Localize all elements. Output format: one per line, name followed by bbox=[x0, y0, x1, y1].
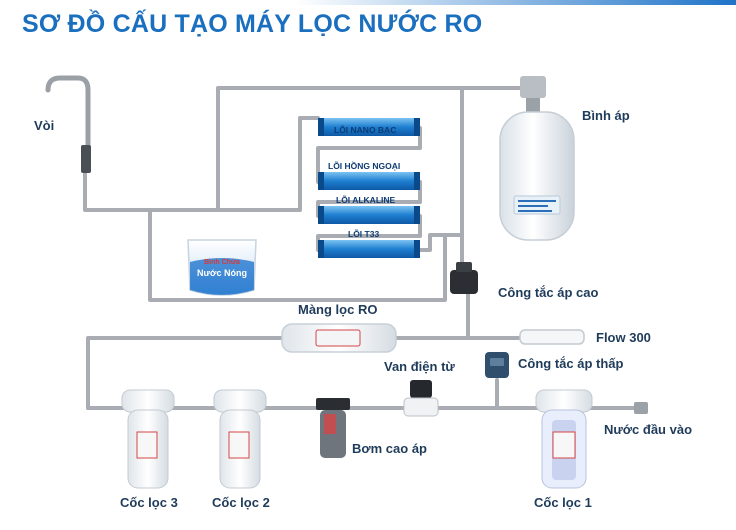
label-loi-t33: LÕI T33 bbox=[348, 229, 380, 239]
faucet-icon bbox=[45, 75, 91, 173]
label-flow: Flow 300 bbox=[596, 330, 651, 345]
label-cong-tac-ap-cao: Công tắc áp cao bbox=[498, 285, 599, 300]
ro-membrane bbox=[281, 323, 397, 353]
hot-tank-line2: Nước Nóng bbox=[197, 268, 247, 278]
filter-cup-3 bbox=[121, 389, 175, 489]
filter-cup-2 bbox=[213, 389, 267, 489]
booster-pump bbox=[316, 398, 350, 458]
low-pressure-switch bbox=[485, 352, 509, 378]
filter-hong-ngoai bbox=[318, 172, 420, 190]
hot-tank-line1: Bình Chứa bbox=[204, 259, 240, 266]
label-voi: Vòi bbox=[34, 118, 55, 133]
inlet-fitting bbox=[634, 402, 648, 414]
label-bom-cao-ap: Bơm cao áp bbox=[352, 441, 427, 456]
label-cong-tac-ap-thap: Công tắc áp thấp bbox=[518, 356, 624, 371]
label-mang-loc-ro: Màng lọc RO bbox=[298, 302, 378, 317]
high-pressure-switch bbox=[450, 262, 478, 294]
label-coc-loc-2: Cốc lọc 2 bbox=[212, 495, 270, 510]
flow-restrictor bbox=[519, 329, 585, 345]
label-coc-loc-3: Cốc lọc 3 bbox=[120, 495, 178, 510]
filter-t33 bbox=[318, 240, 420, 258]
pressure-tank bbox=[499, 76, 575, 241]
label-van-dien-tu: Van điện từ bbox=[384, 359, 455, 374]
label-binh-ap: Bình áp bbox=[582, 108, 630, 123]
label-loi-hong-ngoai: LÕI HỒNG NGOẠI bbox=[328, 161, 401, 171]
filter-alkaline bbox=[318, 206, 420, 224]
filter-nano-bac bbox=[318, 118, 420, 136]
label-coc-loc-1: Cốc lọc 1 bbox=[534, 495, 592, 510]
top-accent-bar bbox=[0, 0, 736, 5]
page-title: SƠ ĐỒ CẤU TẠO MÁY LỌC NƯỚC RO bbox=[22, 10, 483, 38]
label-loi-nano-bac: LÕI NANO BẠC bbox=[334, 125, 397, 135]
filter-cup-1 bbox=[535, 389, 593, 489]
solenoid-valve bbox=[403, 380, 439, 417]
hot-water-tank bbox=[187, 239, 257, 296]
label-loi-alkaline: LÕI ALKALINE bbox=[336, 195, 396, 205]
label-nuoc-dau-vao: Nước đầu vào bbox=[604, 422, 693, 437]
